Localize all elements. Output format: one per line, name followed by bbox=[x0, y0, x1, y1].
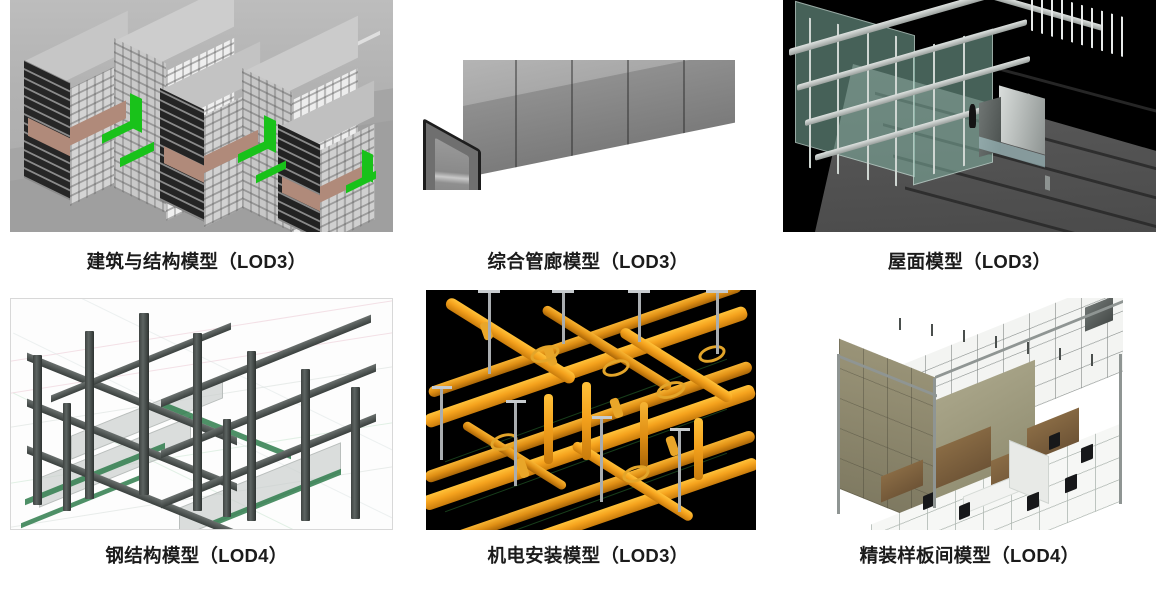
pipe-hanger-cap bbox=[478, 290, 500, 293]
valve-handwheel bbox=[696, 342, 728, 366]
ceiling-hanger bbox=[1027, 342, 1029, 354]
pipe-hanger-cap bbox=[670, 428, 690, 431]
pipe-hanger-rod bbox=[514, 400, 517, 486]
ceiling-hanger bbox=[963, 330, 965, 342]
panel-utility-tunnel[interactable]: 综合管廊模型（LOD3） bbox=[393, 0, 783, 290]
thumbnail-fitout-sample-room bbox=[813, 298, 1143, 530]
panel-mep-installation[interactable]: 机电安装模型（LOD3） bbox=[393, 290, 783, 590]
pipe-hanger-rod bbox=[600, 416, 603, 502]
pipe-hanger-cap bbox=[706, 290, 728, 293]
pipe-hanger-cap bbox=[552, 290, 574, 293]
pipe-hanger-cap bbox=[592, 416, 612, 419]
frame-edge bbox=[1119, 354, 1122, 504]
tunnel-inner-wall bbox=[435, 137, 469, 190]
glass-curtain-wall bbox=[795, 0, 915, 178]
curtain-wall-mullion bbox=[809, 17, 811, 169]
frame-edge bbox=[837, 354, 840, 514]
pipe-hanger-cap bbox=[628, 290, 650, 293]
thumbnail-steel-structure bbox=[10, 298, 393, 530]
pipe-hanger-rod bbox=[488, 290, 491, 374]
ceiling-hanger bbox=[899, 318, 901, 330]
gallery-row-top: 建筑与结构模型（LOD3） bbox=[0, 0, 1156, 290]
steel-column bbox=[223, 419, 231, 517]
steel-column bbox=[139, 313, 149, 495]
steel-column bbox=[301, 369, 310, 521]
caption-fitout-sample-room: 精装样板间模型（LOD4） bbox=[859, 545, 1080, 566]
pipe-riser bbox=[640, 402, 648, 468]
gallery-row-bottom: 钢结构模型（LOD4） bbox=[0, 290, 1156, 590]
panel-fitout-sample-room[interactable]: 精装样板间模型（LOD4） bbox=[783, 290, 1156, 590]
roof-vent-pipe bbox=[1045, 175, 1050, 191]
ceiling-hanger bbox=[1059, 348, 1061, 360]
caption-utility-tunnel: 综合管廊模型（LOD3） bbox=[487, 251, 689, 272]
person-scale-figure bbox=[969, 104, 976, 128]
caption-architecture-structure: 建筑与结构模型（LOD3） bbox=[86, 251, 307, 272]
ground-arrow-marking bbox=[264, 115, 276, 153]
thumbnail-architecture-structure bbox=[10, 0, 393, 232]
panel-steel-structure[interactable]: 钢结构模型（LOD4） bbox=[0, 290, 393, 590]
steel-column bbox=[33, 355, 42, 505]
panel-roof[interactable]: 屋面模型（LOD3） bbox=[783, 0, 1156, 290]
ceiling-hanger bbox=[931, 324, 933, 336]
thumbnail-mep-installation bbox=[426, 290, 756, 530]
pipe-hanger-rod bbox=[638, 290, 641, 342]
pipe-branch bbox=[443, 296, 578, 386]
caption-steel-structure: 钢结构模型（LOD4） bbox=[105, 545, 288, 566]
steel-column bbox=[63, 403, 71, 511]
frame-edge bbox=[933, 378, 936, 508]
steel-column bbox=[351, 387, 360, 519]
pipe-riser bbox=[544, 394, 553, 464]
caption-mep-installation: 机电安装模型（LOD3） bbox=[487, 545, 689, 566]
panel-architecture-structure[interactable]: 建筑与结构模型（LOD3） bbox=[0, 0, 393, 290]
caption-roof: 屋面模型（LOD3） bbox=[887, 251, 1052, 272]
pipe-hanger-rod bbox=[440, 386, 443, 460]
pipe-hanger-rod bbox=[678, 428, 681, 512]
ceiling-hanger bbox=[1091, 354, 1093, 366]
steel-column bbox=[247, 351, 256, 521]
pipe-riser bbox=[694, 418, 703, 480]
roof-railing bbox=[1029, 0, 1127, 58]
ground-arrow-marking bbox=[130, 93, 142, 133]
curtain-wall-mullion bbox=[963, 35, 965, 167]
thumbnail-utility-tunnel bbox=[421, 60, 751, 190]
pipe-hanger-rod bbox=[716, 290, 719, 354]
pipe-hanger-cap bbox=[506, 400, 526, 403]
pipe-hanger-cap bbox=[432, 386, 452, 389]
curtain-wall-mullion bbox=[933, 43, 935, 175]
thumbnail-roof bbox=[783, 0, 1156, 232]
steel-column bbox=[85, 331, 94, 499]
pipe-hanger-rod bbox=[562, 290, 565, 344]
ground-arrow-marking bbox=[362, 149, 373, 183]
ceiling-hanger bbox=[995, 336, 997, 348]
steel-column bbox=[193, 333, 202, 511]
pipe-riser bbox=[582, 382, 591, 460]
